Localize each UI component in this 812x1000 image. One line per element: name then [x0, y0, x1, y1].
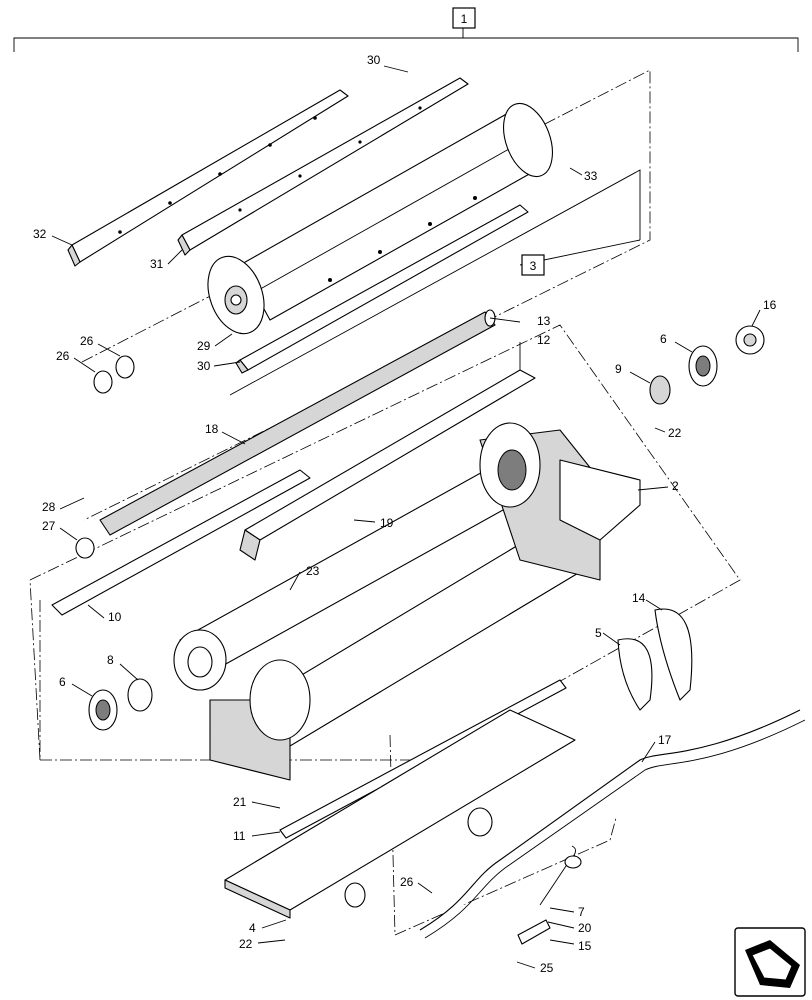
- part-7-bushing: [127, 678, 153, 712]
- callout-29: 29: [197, 333, 233, 353]
- callout-18: 18: [205, 422, 246, 445]
- callout-15: 14: [632, 591, 663, 611]
- callout-5: 5: [595, 626, 621, 646]
- callout-6-right: 6: [660, 332, 693, 353]
- callout-label: 29: [197, 339, 211, 353]
- callout-22-left: 23: [289, 564, 320, 591]
- part-31-strip: [67, 89, 349, 267]
- callout-16: 16: [751, 298, 777, 327]
- callout-label: 17: [658, 733, 672, 747]
- callout-label: 23: [306, 564, 320, 578]
- callout-14: 13: [489, 314, 551, 328]
- callout-13: 15: [549, 939, 592, 953]
- part-13-pin: [517, 919, 551, 945]
- callout-label: 26: [80, 334, 94, 348]
- callout-label: 5: [595, 626, 602, 640]
- callout-30-lower: 30: [197, 359, 241, 373]
- callout-label: 11: [233, 829, 246, 843]
- part-16-bushing: [735, 325, 765, 355]
- subassembly-bracket: 3: [229, 169, 641, 396]
- callout-7: 8: [107, 653, 139, 681]
- callout-21: 20: [547, 921, 592, 935]
- next-page-arrow-icon[interactable]: [734, 927, 806, 997]
- assembly-bracket: 1: [13, 7, 799, 52]
- callout-label: 6: [59, 675, 66, 689]
- part-4-plate: [224, 709, 576, 919]
- callout-11: 7: [549, 905, 585, 919]
- callout-label: 16: [763, 298, 777, 312]
- part-6-bearing-right: [688, 345, 718, 387]
- callout-25: 26: [80, 334, 121, 357]
- assembly-ref-box: 1: [461, 12, 468, 26]
- callout-30-upper: 31: [150, 249, 183, 271]
- callout-label: 10: [108, 610, 122, 624]
- callout-24: 25: [516, 961, 554, 975]
- part-30-upper-strip: [177, 77, 469, 256]
- callout-32: 30: [367, 53, 409, 73]
- callout-4: 4: [249, 919, 287, 935]
- callout-19: 19: [353, 516, 394, 530]
- callout-17: 17: [641, 733, 672, 763]
- callout-8: 9: [615, 362, 651, 384]
- callout-label: 6: [660, 332, 667, 346]
- callout-label: 8: [107, 653, 114, 667]
- callout-10: 11: [233, 829, 281, 843]
- callout-label: 30: [367, 53, 381, 67]
- callout-28: 28: [42, 497, 85, 514]
- part-5-guard: [617, 638, 653, 711]
- callout-label: 22: [668, 426, 682, 440]
- part-17-rod: [419, 709, 806, 939]
- part-6-bearing-left: [88, 689, 118, 731]
- callout-label: 18: [205, 422, 219, 436]
- callout-26-top: 26: [56, 349, 96, 373]
- callout-26-mid: 27: [42, 519, 78, 541]
- callout-2: 2: [637, 479, 679, 493]
- callout-label: 20: [578, 921, 592, 935]
- callout-label: 13: [537, 314, 551, 328]
- callout-20: 21: [233, 795, 281, 809]
- callout-12: 12: [519, 333, 551, 370]
- callout-label: 32: [33, 227, 47, 241]
- part-11-rod-hook: [539, 845, 582, 906]
- callout-label: 26: [56, 349, 70, 363]
- callout-label: 25: [540, 961, 554, 975]
- callout-31: 32: [33, 227, 73, 246]
- part-29-drum: [207, 102, 553, 335]
- parts-25-26-rings: [75, 355, 135, 559]
- callout-27: 26: [400, 875, 433, 894]
- callout-label: 33: [584, 169, 598, 183]
- part-12-angle: [239, 369, 536, 561]
- callout-label: 15: [578, 939, 592, 953]
- part-8-flange: [649, 375, 671, 405]
- callout-9: 10: [87, 604, 122, 624]
- callout-label: 30: [197, 359, 211, 373]
- callout-label: 22: [239, 937, 253, 951]
- callout-label: 28: [42, 500, 56, 514]
- main-frame: [173, 422, 641, 781]
- callout-label: 19: [380, 516, 394, 530]
- part-9-plate: [51, 469, 311, 616]
- callout-label: 21: [233, 795, 247, 809]
- subassembly-ref-box: 3: [530, 259, 537, 273]
- callout-label: 31: [150, 257, 164, 271]
- callout-label: 27: [42, 519, 56, 533]
- callout-22-right: 22: [654, 426, 682, 440]
- callout-label: 26: [400, 875, 414, 889]
- part-15-guard: [654, 608, 693, 701]
- callout-label: 9: [615, 362, 622, 376]
- callout-6-left: 6: [59, 675, 93, 697]
- part-30-lower-strip: [235, 204, 529, 374]
- callout-label: 7: [578, 905, 585, 919]
- callout-label: 2: [672, 479, 679, 493]
- callout-label: 4: [249, 921, 256, 935]
- callout-23: 22: [239, 937, 286, 951]
- callout-label: 14: [632, 591, 646, 605]
- callout-label: 12: [537, 333, 551, 347]
- callout-33: 33: [569, 167, 598, 183]
